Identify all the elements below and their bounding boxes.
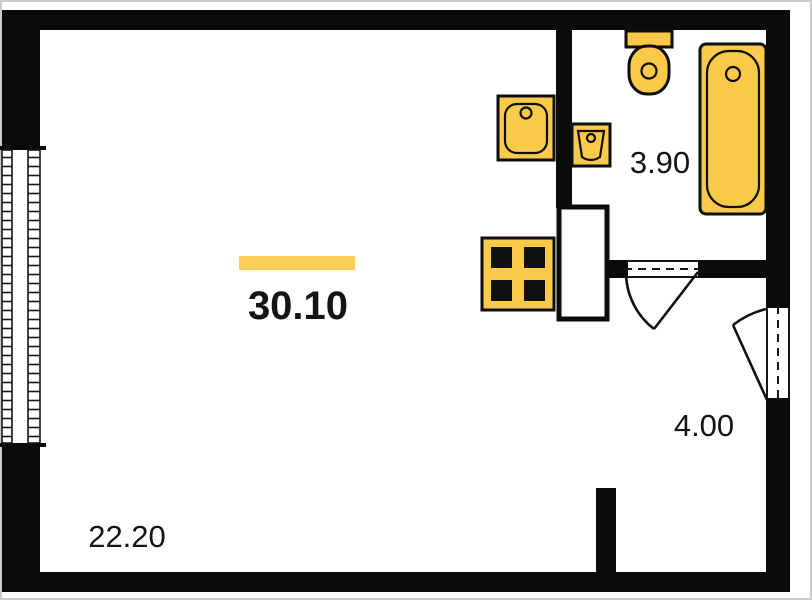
stove-icon <box>480 236 556 312</box>
total-area-bar <box>239 256 355 270</box>
wall-bottom <box>2 572 790 592</box>
bathtub-body <box>698 42 768 216</box>
window-pane-outer <box>1 149 13 444</box>
sink-icon <box>496 94 556 162</box>
wall-bathroom-partition <box>556 28 572 208</box>
labels: 30.10 22.20 3.90 4.00 <box>88 145 734 554</box>
window-sill-top <box>0 146 46 150</box>
stove-burner <box>491 280 512 301</box>
stove-burner <box>491 247 512 268</box>
wall-hallway-right <box>698 260 768 278</box>
sink-faucet <box>519 106 533 120</box>
entry-door-swing-leaf <box>731 324 769 401</box>
stove-burner <box>524 280 545 301</box>
bathroom-area-label: 3.90 <box>630 145 690 180</box>
bathroom-door-swing-arc <box>624 271 655 331</box>
window <box>0 146 46 447</box>
hallway-area-label: 4.00 <box>674 408 734 443</box>
bathroom-door-panel <box>556 204 610 322</box>
washbasin-icon <box>570 122 612 168</box>
toilet-bowl <box>627 44 671 96</box>
living-room-area-label: 22.20 <box>88 519 166 554</box>
stove-burner <box>524 247 545 268</box>
wall-bottom-stub <box>596 488 616 592</box>
walls <box>2 10 790 592</box>
window-pane-inner <box>27 149 41 444</box>
bathroom-door-swing-leaf <box>652 271 700 330</box>
bathtub-drain <box>724 65 742 83</box>
entry-door-swing-arc <box>732 307 767 327</box>
sink-basin <box>503 102 549 155</box>
door-openings <box>624 260 790 401</box>
wall-top <box>2 10 790 30</box>
toilet-drain <box>640 62 658 80</box>
bathtub-icon <box>698 42 768 216</box>
wall-right-lower <box>766 398 790 592</box>
window-sill-bottom <box>0 443 46 447</box>
toilet-icon <box>624 29 674 96</box>
wall-right-upper <box>766 10 790 308</box>
washbasin-bowl <box>576 129 606 162</box>
total-area-label: 30.10 <box>248 284 348 328</box>
sink-body <box>496 94 556 162</box>
bathtub-rim <box>705 49 761 209</box>
wall-hallway-stub-left <box>606 260 628 278</box>
wall-left-upper <box>2 10 40 150</box>
washbasin-faucet <box>585 132 597 144</box>
fixtures <box>480 29 768 312</box>
wall-left-lower <box>2 445 40 592</box>
